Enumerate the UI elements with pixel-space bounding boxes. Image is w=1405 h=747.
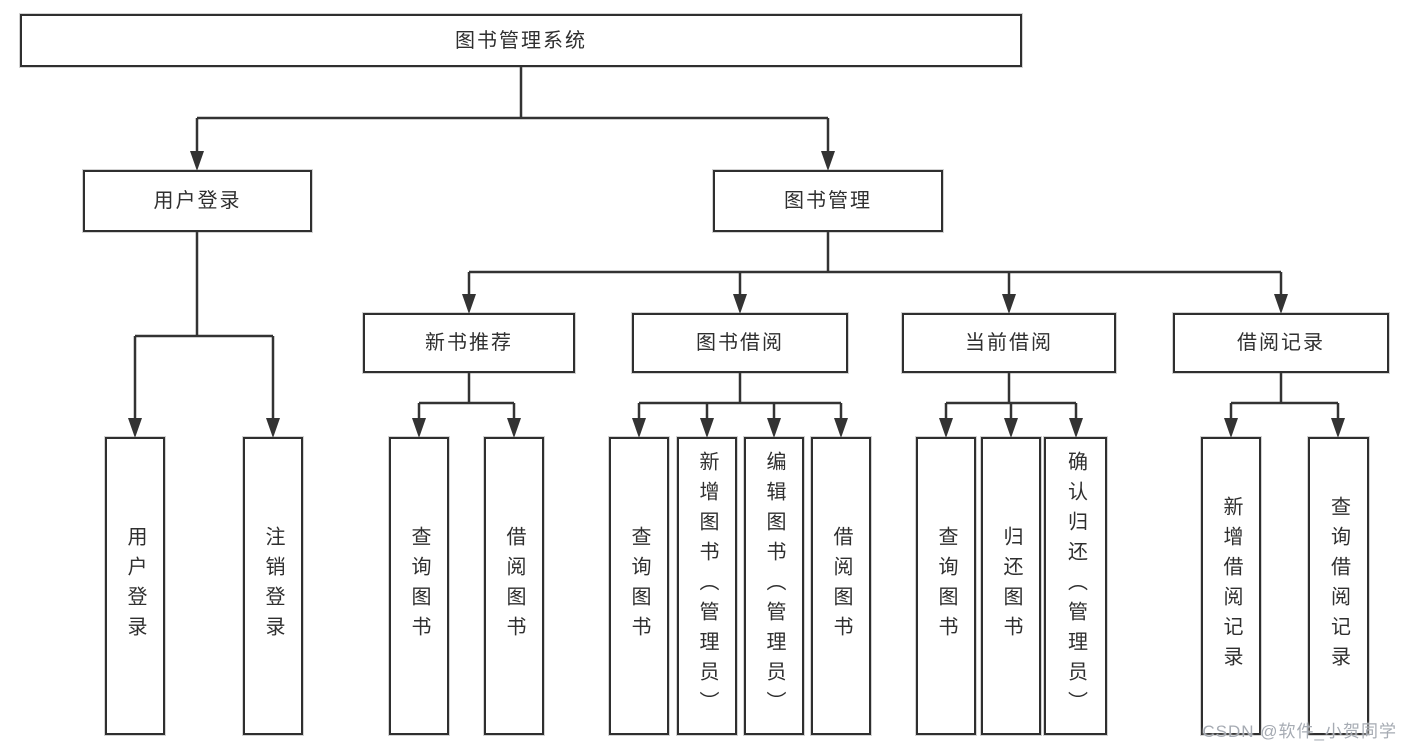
leaf-query-book-3: 查询图书	[916, 437, 976, 735]
node-new-book-recommend-label: 新书推荐	[425, 332, 513, 354]
leaf-add-book-admin: 新增图书（管理员）	[677, 437, 737, 735]
arrowhead-icon	[1004, 418, 1018, 438]
arrowhead-icon	[1274, 294, 1288, 314]
arrowhead-icon	[1224, 418, 1238, 438]
arrowhead-icon	[1331, 418, 1345, 438]
arrowhead-icon	[1069, 418, 1083, 438]
leaf-add-borrow-record-label: 新增借阅记录	[1220, 496, 1242, 676]
arrowhead-icon	[266, 418, 280, 438]
connector-userlogin-to-leaves	[133, 232, 275, 420]
node-current-borrow-label: 当前借阅	[965, 332, 1053, 354]
arrowhead-icon	[1002, 294, 1016, 314]
leaf-query-borrow-record-label: 查询借阅记录	[1327, 496, 1350, 676]
arrowhead-icon	[834, 418, 848, 438]
connector-borrow-to-leaves	[637, 373, 843, 420]
node-root: 图书管理系统	[20, 14, 1022, 67]
leaf-user-login-label: 用户登录	[124, 526, 146, 646]
node-borrow-record-label: 借阅记录	[1237, 332, 1325, 354]
arrowhead-icon	[507, 418, 521, 438]
leaf-edit-book-admin: 编辑图书（管理员）	[744, 437, 804, 735]
leaf-logout-label: 注销登录	[262, 526, 284, 646]
node-user-login: 用户登录	[83, 170, 312, 232]
leaf-confirm-return-admin-label: 确认归还（管理员）	[1064, 451, 1087, 721]
arrowhead-icon	[412, 418, 426, 438]
watermark: CSDN @软件_小贺同学	[1202, 722, 1397, 741]
leaf-borrow-book-2: 借阅图书	[811, 437, 871, 735]
node-borrow-record: 借阅记录	[1173, 313, 1389, 373]
node-root-label: 图书管理系统	[455, 29, 587, 52]
arrowhead-icon	[128, 418, 142, 438]
arrowhead-icon	[462, 294, 476, 314]
leaf-borrow-book-2-label: 借阅图书	[830, 526, 852, 646]
arrowhead-icon	[767, 418, 781, 438]
connector-record-to-leaves	[1229, 373, 1340, 420]
arrowhead-icon	[733, 294, 747, 314]
node-book-management-label: 图书管理	[784, 190, 872, 212]
leaf-return-book: 归还图书	[981, 437, 1041, 735]
leaf-borrow-book-1: 借阅图书	[484, 437, 544, 735]
leaf-logout: 注销登录	[243, 437, 303, 735]
leaf-add-book-admin-label: 新增图书（管理员）	[696, 451, 718, 721]
node-book-borrow: 图书借阅	[632, 313, 848, 373]
leaf-query-book-1: 查询图书	[389, 437, 449, 735]
leaf-borrow-book-1-label: 借阅图书	[503, 526, 525, 646]
leaf-query-book-1-label: 查询图书	[408, 526, 430, 646]
node-book-borrow-label: 图书借阅	[696, 332, 784, 354]
arrowhead-icon	[821, 151, 835, 171]
connector-root-to-level2	[195, 67, 830, 152]
connector-bookmgmt-to-level3	[467, 232, 1283, 297]
node-new-book-recommend: 新书推荐	[363, 313, 575, 373]
leaf-return-book-label: 归还图书	[1000, 526, 1022, 646]
arrowhead-icon	[700, 418, 714, 438]
connector-newbook-to-leaves	[417, 373, 516, 420]
leaf-user-login: 用户登录	[105, 437, 165, 735]
arrowhead-icon	[939, 418, 953, 438]
connector-current-to-leaves	[944, 373, 1078, 420]
arrowhead-icon	[190, 151, 204, 171]
leaf-confirm-return-admin: 确认归还（管理员）	[1044, 437, 1107, 735]
leaf-query-book-3-label: 查询图书	[935, 526, 957, 646]
node-book-management: 图书管理	[713, 170, 943, 232]
leaf-query-book-2: 查询图书	[609, 437, 669, 735]
leaf-query-book-2-label: 查询图书	[628, 526, 650, 646]
leaf-query-borrow-record: 查询借阅记录	[1308, 437, 1369, 735]
leaf-add-borrow-record: 新增借阅记录	[1201, 437, 1261, 735]
leaf-edit-book-admin-label: 编辑图书（管理员）	[763, 451, 785, 721]
node-user-login-label: 用户登录	[153, 190, 242, 212]
arrowhead-icon	[632, 418, 646, 438]
node-current-borrow: 当前借阅	[902, 313, 1116, 373]
